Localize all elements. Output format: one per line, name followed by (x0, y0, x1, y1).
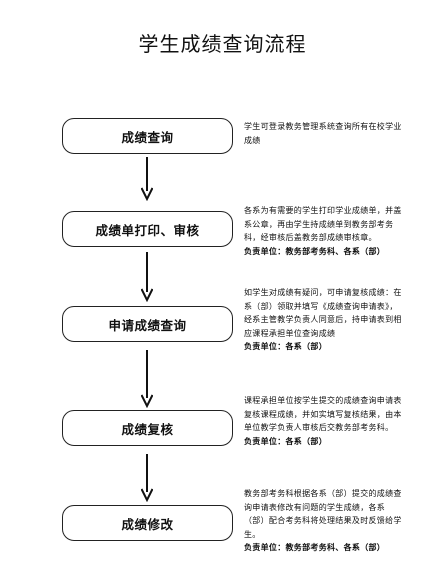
description-text: 各系为有需要的学生打印学业成绩单，并盖系公章，再由学生持成绩单到教务部考务科，经… (244, 206, 402, 243)
step-box-grade-modification: 成绩修改 (62, 505, 233, 541)
page-title: 学生成绩查询流程 (138, 32, 307, 56)
step-label: 成绩查询 (121, 129, 174, 145)
responsible-unit: 负责单位：教务部考务科、各系（部） (244, 542, 386, 553)
down-arrow-icon (141, 454, 153, 502)
step-description-grade-query: 学生可登录教务管理系统查询所有在校学业成绩 (244, 120, 404, 147)
responsible-unit: 负责单位：教务部考务科、各系（部） (244, 245, 386, 256)
step-box-transcript-print-review: 成绩单打印、审核 (62, 211, 233, 247)
step-box-apply-grade-query: 申请成绩查询 (62, 306, 233, 342)
step-box-grade-query: 成绩查询 (62, 118, 233, 154)
down-arrow-icon (141, 252, 153, 302)
step-label: 成绩单打印、审核 (95, 222, 200, 238)
description-text: 如学生对成绩有疑问，可申请复核成绩：在系（部）领取并填写《成绩查询申请表》，经系… (244, 288, 402, 338)
step-label: 成绩修改 (121, 516, 174, 532)
responsible-unit: 负责单位：各系（部） (244, 341, 327, 352)
step-description-grade-modification: 教务部考务科根据各系（部）提交的成绩查询申请表修改有问题的学生成绩，各系（部）配… (244, 487, 404, 555)
description-text: 课程承担单位按学生提交的成绩查询申请表复核课程成绩，并如实填写复核结果，由本单位… (244, 396, 402, 433)
step-description-transcript-print-review: 各系为有需要的学生打印学业成绩单，并盖系公章，再由学生持成绩单到教务部考务科，经… (244, 204, 404, 258)
description-text: 教务部考务科根据各系（部）提交的成绩查询申请表修改有问题的学生成绩，各系（部）配… (244, 489, 402, 539)
down-arrow-icon (141, 157, 153, 201)
responsible-unit: 负责单位：各系（部） (244, 435, 327, 446)
step-description-apply-grade-query: 如学生对成绩有疑问，可申请复核成绩：在系（部）领取并填写《成绩查询申请表》，经系… (244, 286, 404, 354)
description-text: 学生可登录教务管理系统查询所有在校学业成绩 (244, 122, 402, 145)
step-label: 成绩复核 (121, 421, 174, 437)
step-box-grade-review: 成绩复核 (62, 410, 233, 446)
step-description-grade-review: 课程承担单位按学生提交的成绩查询申请表复核课程成绩，并如实填写复核结果，由本单位… (244, 394, 404, 448)
step-label: 申请成绩查询 (108, 317, 187, 333)
down-arrow-icon (141, 350, 153, 408)
